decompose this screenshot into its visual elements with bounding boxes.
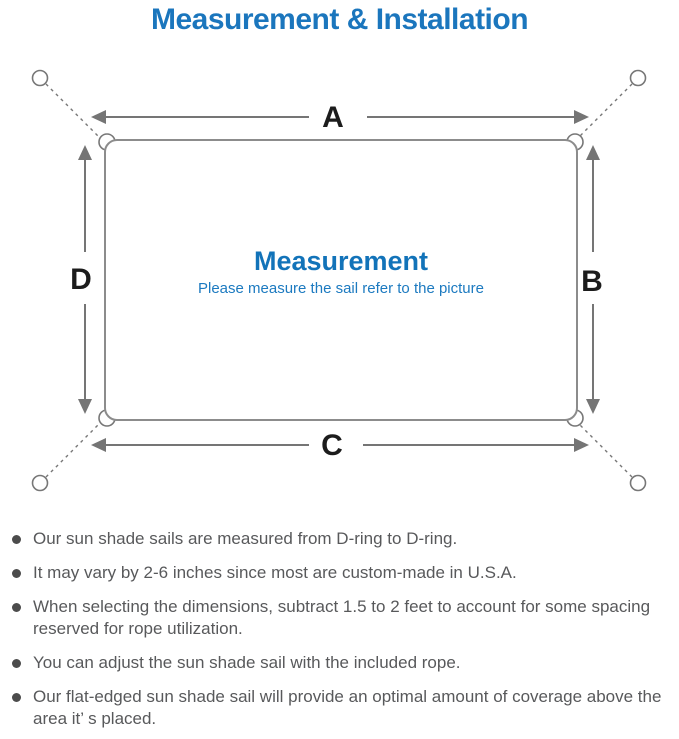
diagram-center-subtitle: Please measure the sail refer to the pic…: [198, 280, 484, 297]
dimension-label-c: C: [321, 429, 343, 462]
bullet-icon: [12, 535, 21, 544]
note-item: When selecting the dimensions, subtract …: [10, 596, 668, 640]
note-text: It may vary by 2-6 inches since most are…: [33, 563, 517, 582]
note-item: Our flat-edged sun shade sail will provi…: [10, 686, 668, 730]
arrowhead-b-down: [586, 399, 600, 414]
bullet-icon: [12, 569, 21, 578]
note-item: Our sun shade sails are measured from D-…: [10, 528, 668, 550]
notes-list: Our sun shade sails are measured from D-…: [10, 528, 668, 739]
anchor-ring-bottom-left: [31, 474, 49, 492]
note-text: Our sun shade sails are measured from D-…: [33, 529, 458, 548]
dimension-arrow-c: [91, 438, 589, 452]
anchor-rings: [31, 69, 647, 492]
note-item: You can adjust the sun shade sail with t…: [10, 652, 668, 674]
rope-top-left: [45, 83, 102, 140]
dimension-label-a: A: [322, 101, 344, 134]
note-text: You can adjust the sun shade sail with t…: [33, 653, 461, 672]
rope-lines: [45, 83, 633, 478]
arrowhead-d-up: [78, 145, 92, 160]
rope-bottom-left: [45, 421, 102, 478]
dimension-arrow-a: [91, 110, 589, 124]
bullet-icon: [12, 693, 21, 702]
bullet-icon: [12, 603, 21, 612]
note-text: Our flat-edged sun shade sail will provi…: [33, 687, 662, 728]
arrowhead-a-left: [91, 110, 106, 124]
anchor-ring-top-left: [31, 69, 49, 87]
arrowhead-c-right: [574, 438, 589, 452]
arrowhead-c-left: [91, 438, 106, 452]
note-text: When selecting the dimensions, subtract …: [33, 597, 651, 638]
anchor-ring-bottom-right: [629, 474, 647, 492]
dimension-arrow-d: [78, 145, 92, 414]
dimension-label-d: D: [70, 263, 92, 296]
dimension-label-b: B: [581, 265, 603, 298]
arrowhead-b-up: [586, 145, 600, 160]
bullet-icon: [12, 659, 21, 668]
page-title: Measurement & Installation: [150, 3, 529, 36]
note-item: It may vary by 2-6 inches since most are…: [10, 562, 668, 584]
arrowhead-d-down: [78, 399, 92, 414]
dimension-arrow-b: [586, 145, 600, 414]
diagram-center-title: Measurement: [254, 246, 428, 276]
arrowhead-a-right: [574, 110, 589, 124]
rope-top-right: [576, 83, 633, 140]
anchor-ring-top-right: [629, 69, 647, 87]
rope-bottom-right: [576, 421, 633, 478]
shade-sail-rect: [104, 139, 578, 421]
measurement-diagram: A C D B Measurement Please measure the s…: [31, 69, 647, 492]
